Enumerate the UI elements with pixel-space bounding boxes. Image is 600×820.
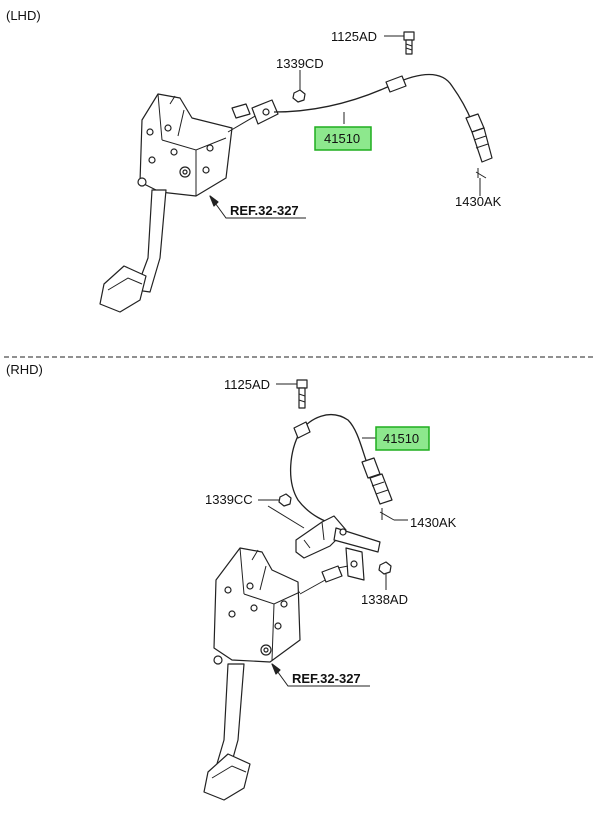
lhd-nut-icon [292, 89, 306, 103]
rhd-nut-icon [278, 493, 292, 507]
lhd-cable-highlight [314, 126, 372, 151]
rhd-ref-label: REF.32-327 [292, 671, 361, 686]
rhd-ref-arrow [271, 663, 281, 675]
lhd-cable [273, 73, 493, 163]
lhd-cable-label: 41510 [324, 131, 360, 146]
rhd-bolt-icon [296, 379, 308, 409]
rhd-nut-label: 1339CC [205, 492, 253, 507]
lhd-clip-label: 1430AK [455, 194, 502, 209]
lhd-bolt-icon [403, 31, 415, 55]
rhd-clip-label: 1430AK [410, 515, 457, 530]
lhd-ref-label: REF.32-327 [230, 203, 299, 218]
lhd-clip-icon [475, 168, 487, 179]
lhd-ref-arrow [209, 195, 219, 207]
rhd-bolt-label: 1125AD [224, 377, 270, 392]
rhd-cable-label: 41510 [383, 431, 419, 446]
rhd-nut2-icon [378, 561, 392, 575]
lhd-section-label: (LHD) [6, 8, 41, 23]
rhd-section-label: (RHD) [6, 362, 43, 377]
lhd-bolt-label: 1125AD [331, 29, 377, 44]
rhd-pedal-assembly [203, 547, 343, 801]
rhd-bracket [295, 515, 381, 559]
lhd-nut-label: 1339CD [276, 56, 324, 71]
rhd-clevis [337, 547, 365, 581]
lhd-pedal-assembly [99, 93, 263, 313]
rhd-nut-bracket-leader [267, 505, 305, 529]
rhd-cable-highlight [375, 426, 430, 451]
rhd-clip-icon [379, 508, 395, 521]
rhd-nut2-label: 1338AD [361, 592, 408, 607]
lhd-clevis [251, 99, 279, 125]
